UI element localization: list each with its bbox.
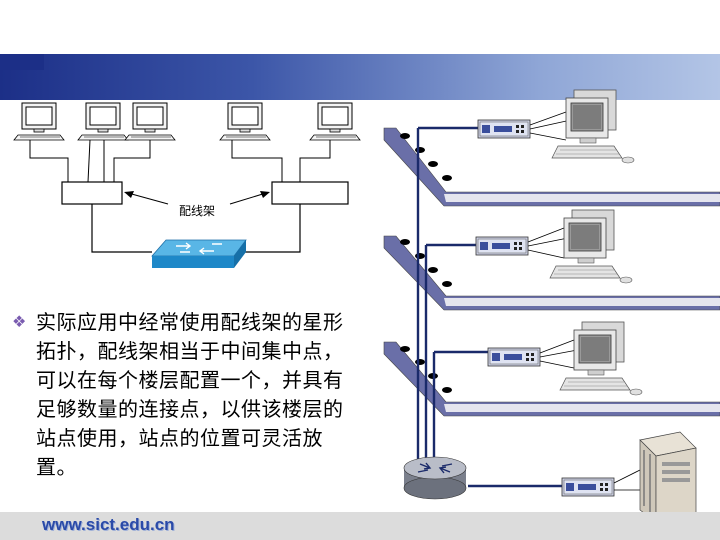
floor-1 bbox=[383, 127, 720, 207]
patch-panel-right bbox=[271, 181, 349, 205]
footer-url: www.sict.edu.cn bbox=[42, 515, 175, 534]
bullet-point: ❖ 实际应用中经常使用配线架的星形拓扑，配线架相当于中间集中点，可以在每个楼层配… bbox=[12, 308, 362, 482]
floor-1-hub bbox=[477, 119, 531, 139]
patch-panel-left bbox=[61, 181, 123, 205]
diamond-bullet-icon: ❖ bbox=[12, 312, 27, 331]
floor-3-workstations bbox=[559, 321, 643, 396]
floor-2-hub bbox=[475, 236, 529, 256]
floor-1-workstations bbox=[551, 89, 635, 164]
pc-3 bbox=[124, 102, 176, 141]
bullet-text: 实际应用中经常使用配线架的星形拓扑，配线架相当于中间集中点，可以在每个楼层配置一… bbox=[36, 310, 344, 479]
patch-panel-label: 配线架 bbox=[179, 204, 215, 218]
pc-5 bbox=[309, 102, 361, 141]
floor-2 bbox=[383, 235, 720, 311]
floor-2-workstations bbox=[549, 209, 633, 284]
banner-accent bbox=[0, 54, 44, 70]
patch-panel-topology: 配线架 bbox=[13, 102, 361, 268]
router bbox=[403, 456, 467, 500]
floor-3 bbox=[383, 341, 720, 417]
building-topology bbox=[383, 89, 720, 523]
pc-2 bbox=[77, 102, 129, 141]
server bbox=[639, 431, 697, 523]
pc-1 bbox=[13, 102, 65, 141]
server-hub bbox=[561, 477, 615, 497]
footer-bar bbox=[0, 512, 720, 540]
pc-4 bbox=[219, 102, 271, 141]
switch bbox=[151, 239, 247, 268]
floor-3-hub bbox=[487, 347, 541, 367]
